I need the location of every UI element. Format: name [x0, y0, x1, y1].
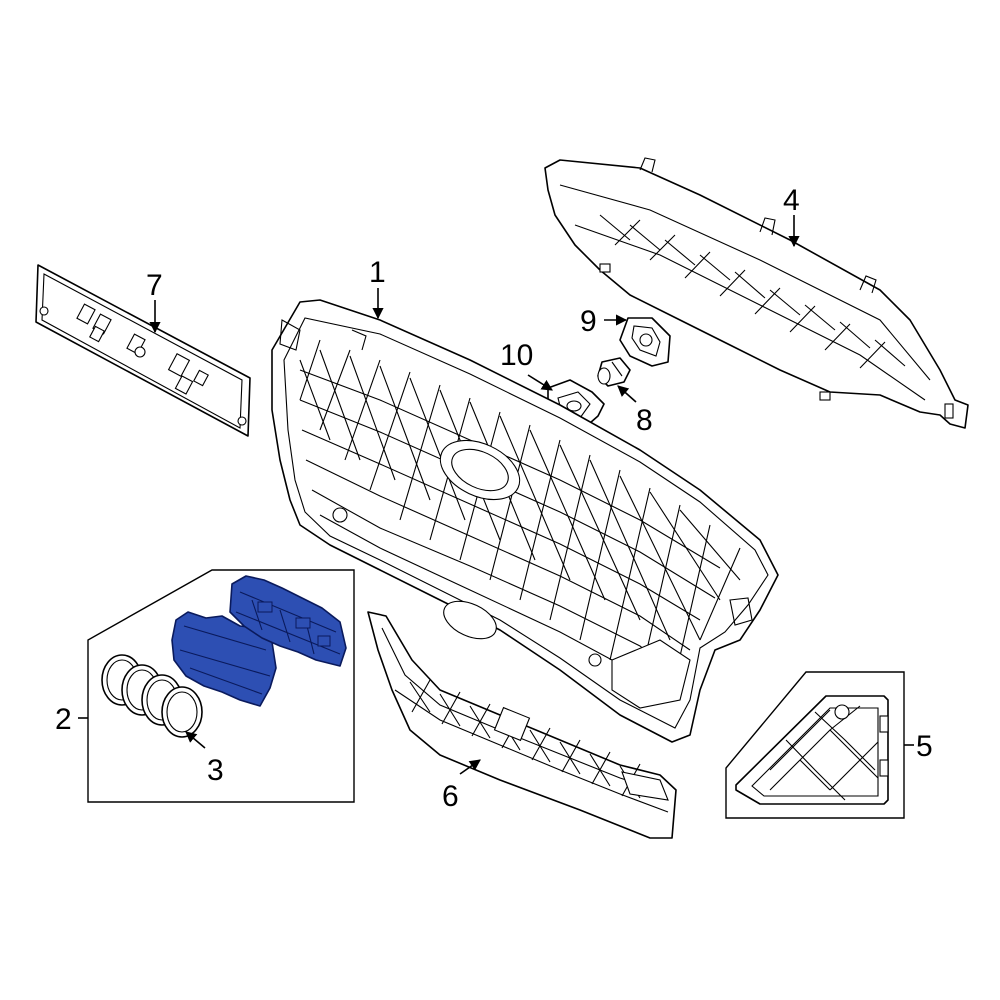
- callout-10: 10: [500, 339, 533, 372]
- leader-line-6: [459, 759, 481, 775]
- emblem-rings[interactable]: [101, 654, 203, 738]
- emblem-backing-plate-front[interactable]: [171, 611, 277, 707]
- part-2-box: [87, 569, 355, 803]
- callout-4: 4: [783, 184, 800, 217]
- leader-line-8: [617, 385, 637, 403]
- leader-line-3: [185, 731, 206, 749]
- callout-6: 6: [442, 780, 459, 813]
- callout-1: 1: [369, 256, 386, 289]
- license-plate-bracket[interactable]: [35, 264, 251, 437]
- part-5-box: [725, 671, 905, 819]
- callout-9: 9: [580, 305, 597, 338]
- leader-line-10: [527, 374, 553, 391]
- callout-8: 8: [636, 404, 653, 437]
- callout-5: 5: [916, 730, 933, 763]
- callout-2: 2: [55, 703, 72, 736]
- sensor[interactable]: [597, 357, 631, 387]
- sensor-bracket[interactable]: [619, 317, 671, 367]
- grille-carrier-reinforcement[interactable]: [544, 157, 969, 429]
- callout-3: 3: [207, 754, 224, 787]
- radiator-grille[interactable]: [271, 299, 779, 743]
- side-grille-insert[interactable]: [735, 695, 889, 805]
- lower-grille[interactable]: [367, 611, 677, 839]
- callout-7: 7: [146, 269, 163, 302]
- emblem-backing-plate-rear[interactable]: [229, 575, 347, 667]
